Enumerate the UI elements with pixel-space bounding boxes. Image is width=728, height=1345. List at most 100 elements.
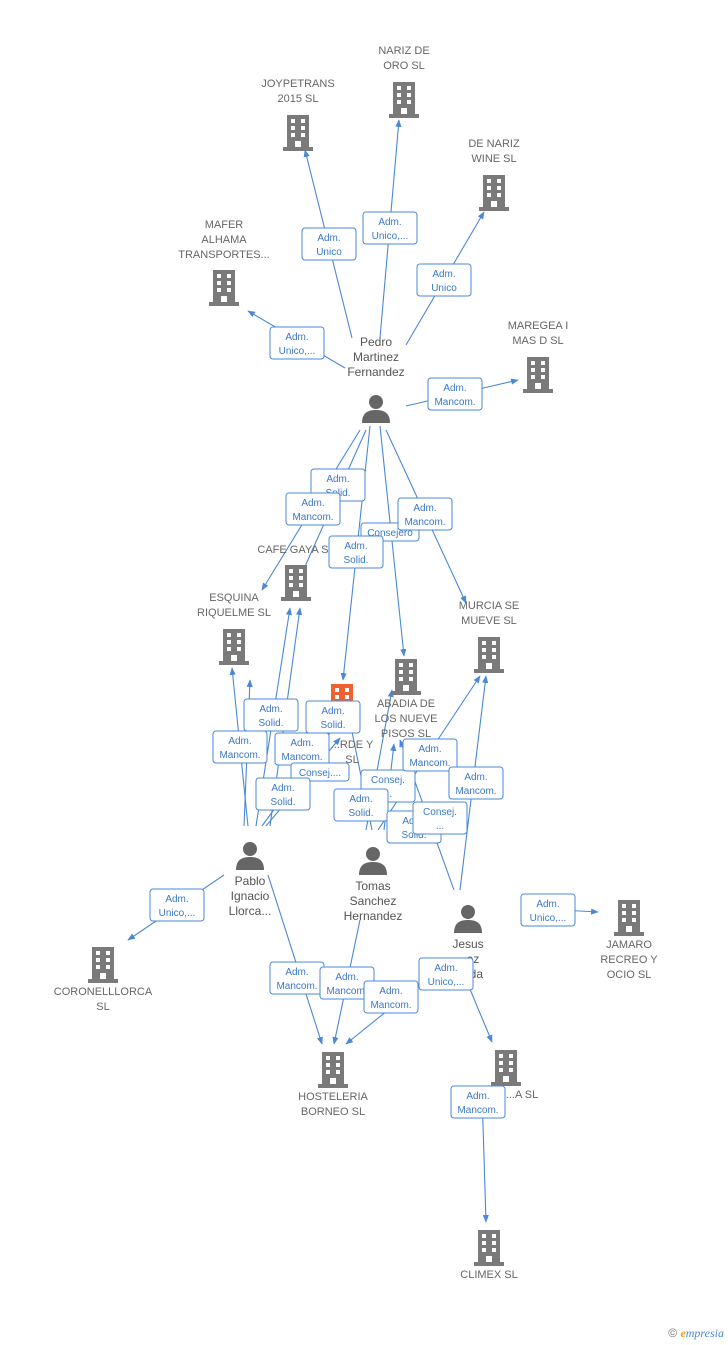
edge-label-text: Adm. [443, 383, 466, 394]
edge-label-text: Adm. [301, 498, 324, 509]
person-label: Jesus [452, 937, 483, 951]
person-label: Pablo [235, 874, 266, 888]
edge-label-text: Adm. [344, 541, 367, 552]
edge-label-jesus-hosteleria[interactable]: Adm.Mancom. [363, 980, 419, 1014]
company-label: HOSTELERIA [298, 1091, 368, 1103]
edge-label-text: Mancom. [404, 517, 445, 528]
person-icon [359, 847, 387, 875]
company-label: CLIMEX SL [460, 1269, 517, 1281]
edge-label-box [397, 497, 453, 531]
edge-label-pedro-de_nariz[interactable]: Adm.Unico [416, 263, 472, 297]
edge-label-pablo-cafe_gaya[interactable]: Adm.Solid. [255, 777, 311, 811]
edge-label-pablo-hosteleria[interactable]: Adm.Mancom. [269, 961, 325, 995]
edge-label-text: Solid. [401, 830, 426, 841]
edge-pablo-hosteleria [267, 874, 323, 1045]
edge-label-text: Mancom. [409, 758, 450, 769]
company-node-cafe_gaya[interactable]: CAFE GAYA SL [257, 544, 335, 601]
edge-label-text: Consejero [367, 528, 413, 539]
edge-label-jesus-jamaro[interactable]: Adm.Unico,... [520, 893, 576, 927]
edge-label-pablo-esquina[interactable]: Adm.Solid. [243, 698, 299, 732]
edge-label-pedro-murcia[interactable]: Adm.Mancom. [397, 497, 453, 531]
edge-label-text: Adm. [321, 706, 344, 717]
company-node-coronel[interactable]: CORONELLLORCA SL [54, 947, 153, 1013]
building-icon [219, 629, 249, 665]
company-label: SL [345, 754, 358, 766]
edge-label-box [269, 326, 325, 360]
empresia-logo[interactable]: empresia [680, 1326, 724, 1340]
edge-label-jesus-murcia[interactable]: Adm.Mancom. [448, 766, 504, 800]
person-icon [362, 395, 390, 423]
edge-label-text: Adm. [434, 963, 457, 974]
edge-label-jesus-unk_sl[interactable]: Adm. Unico,... [418, 957, 474, 991]
company-node-verde[interactable]: ...RDE YSL [327, 684, 374, 766]
edge-label-box [362, 211, 418, 245]
edge-label-box [427, 377, 483, 411]
person-label: Hernandez [344, 909, 403, 923]
edge-label-box [305, 700, 361, 734]
edge-label-box [290, 762, 350, 782]
company-label: 2015 SL [278, 93, 319, 105]
edge-label-text: Unico,... [159, 908, 196, 919]
building-icon [479, 175, 509, 211]
edge-label-pedro-verde[interactable]: Adm. Solid. [328, 535, 384, 569]
edge-label-pedro-cafe_gaya[interactable]: Adm. Mancom. [285, 492, 341, 526]
company-node-nariz_oro[interactable]: NARIZ DE ORO SL [378, 45, 430, 118]
edge-label-pablo-esquina[interactable]: Adm.Mancom. [212, 730, 268, 764]
edge-label-text: Solid. [348, 808, 373, 819]
company-node-mafer[interactable]: MAFERALHAMATRANSPORTES... [178, 219, 270, 306]
building-icon [318, 1052, 348, 1088]
edge-label-text: Mancom. [292, 512, 333, 523]
edge-label-text: Consej.... [299, 768, 341, 779]
edge-label-jesus-climex[interactable]: Adm.Mancom. [450, 1085, 506, 1119]
person-label: Martinez [353, 350, 399, 364]
edge-label-box [402, 738, 458, 772]
edge-label-pedro-maregea[interactable]: Adm. Mancom. [427, 377, 483, 411]
company-label: ...A SL [506, 1089, 538, 1101]
person-label: Llorca... [229, 904, 272, 918]
edge-label-jesus-abadia[interactable]: Consej.... [412, 801, 468, 835]
edge-label-text: Mancom. [434, 397, 475, 408]
edge-label-text: Adm. [326, 474, 349, 485]
edge-label-text: Unico [431, 283, 457, 294]
edge-label-pedro-nariz_oro[interactable]: Adm.Unico,... [362, 211, 418, 245]
edge-label-tomas-murcia[interactable]: Adm.Mancom. [402, 738, 458, 772]
company-label: SL [96, 1001, 109, 1013]
edge-label-pablo-coronel[interactable]: Adm.Unico,... [149, 888, 205, 922]
building-icon [474, 1230, 504, 1266]
company-label: OCIO SL [607, 969, 652, 981]
edge-label-text: Unico,... [279, 346, 316, 357]
edge-label-pedro-mafer[interactable]: Adm.Unico,... [269, 326, 325, 360]
company-label: ORO SL [383, 60, 425, 72]
edge-label-pablo-cafe_gaya[interactable]: Consej.... [290, 762, 350, 782]
edge-label-text: Solid. [343, 555, 368, 566]
company-node-unk_sl[interactable]: ...A SL [491, 1050, 538, 1101]
company-label: CORONELLLORCA [54, 986, 153, 998]
edge-label-text: Unico,... [372, 231, 409, 242]
edge-label-text: ... [436, 821, 444, 832]
edge-label-pablo-verde[interactable]: Adm.Mancom. [274, 732, 330, 766]
person-node-pablo[interactable]: PabloIgnacioLlorca... [229, 842, 272, 918]
building-icon [283, 115, 313, 151]
edge-label-text: Unico,... [428, 977, 465, 988]
edge-label-box [328, 535, 384, 569]
edge-label-text: Mancom. [370, 1000, 411, 1011]
edge-labels-layer: Adm.UnicoAdm.Unico,...Adm.UnicoAdm.Unico… [149, 211, 576, 1119]
edge-label-text: Adm. [335, 972, 358, 983]
edge-label-tomas-verde[interactable]: Adm.Solid. [333, 788, 389, 822]
company-node-climex[interactable]: CLIMEX SL [460, 1230, 518, 1281]
building-icon [281, 565, 311, 601]
edge-label-pedro-joypetrans[interactable]: Adm.Unico [301, 227, 357, 261]
person-label: Pedro [360, 335, 392, 349]
company-label: NARIZ DE [378, 45, 429, 57]
edge-label-pablo-verde[interactable]: Adm.Solid. [305, 700, 361, 734]
